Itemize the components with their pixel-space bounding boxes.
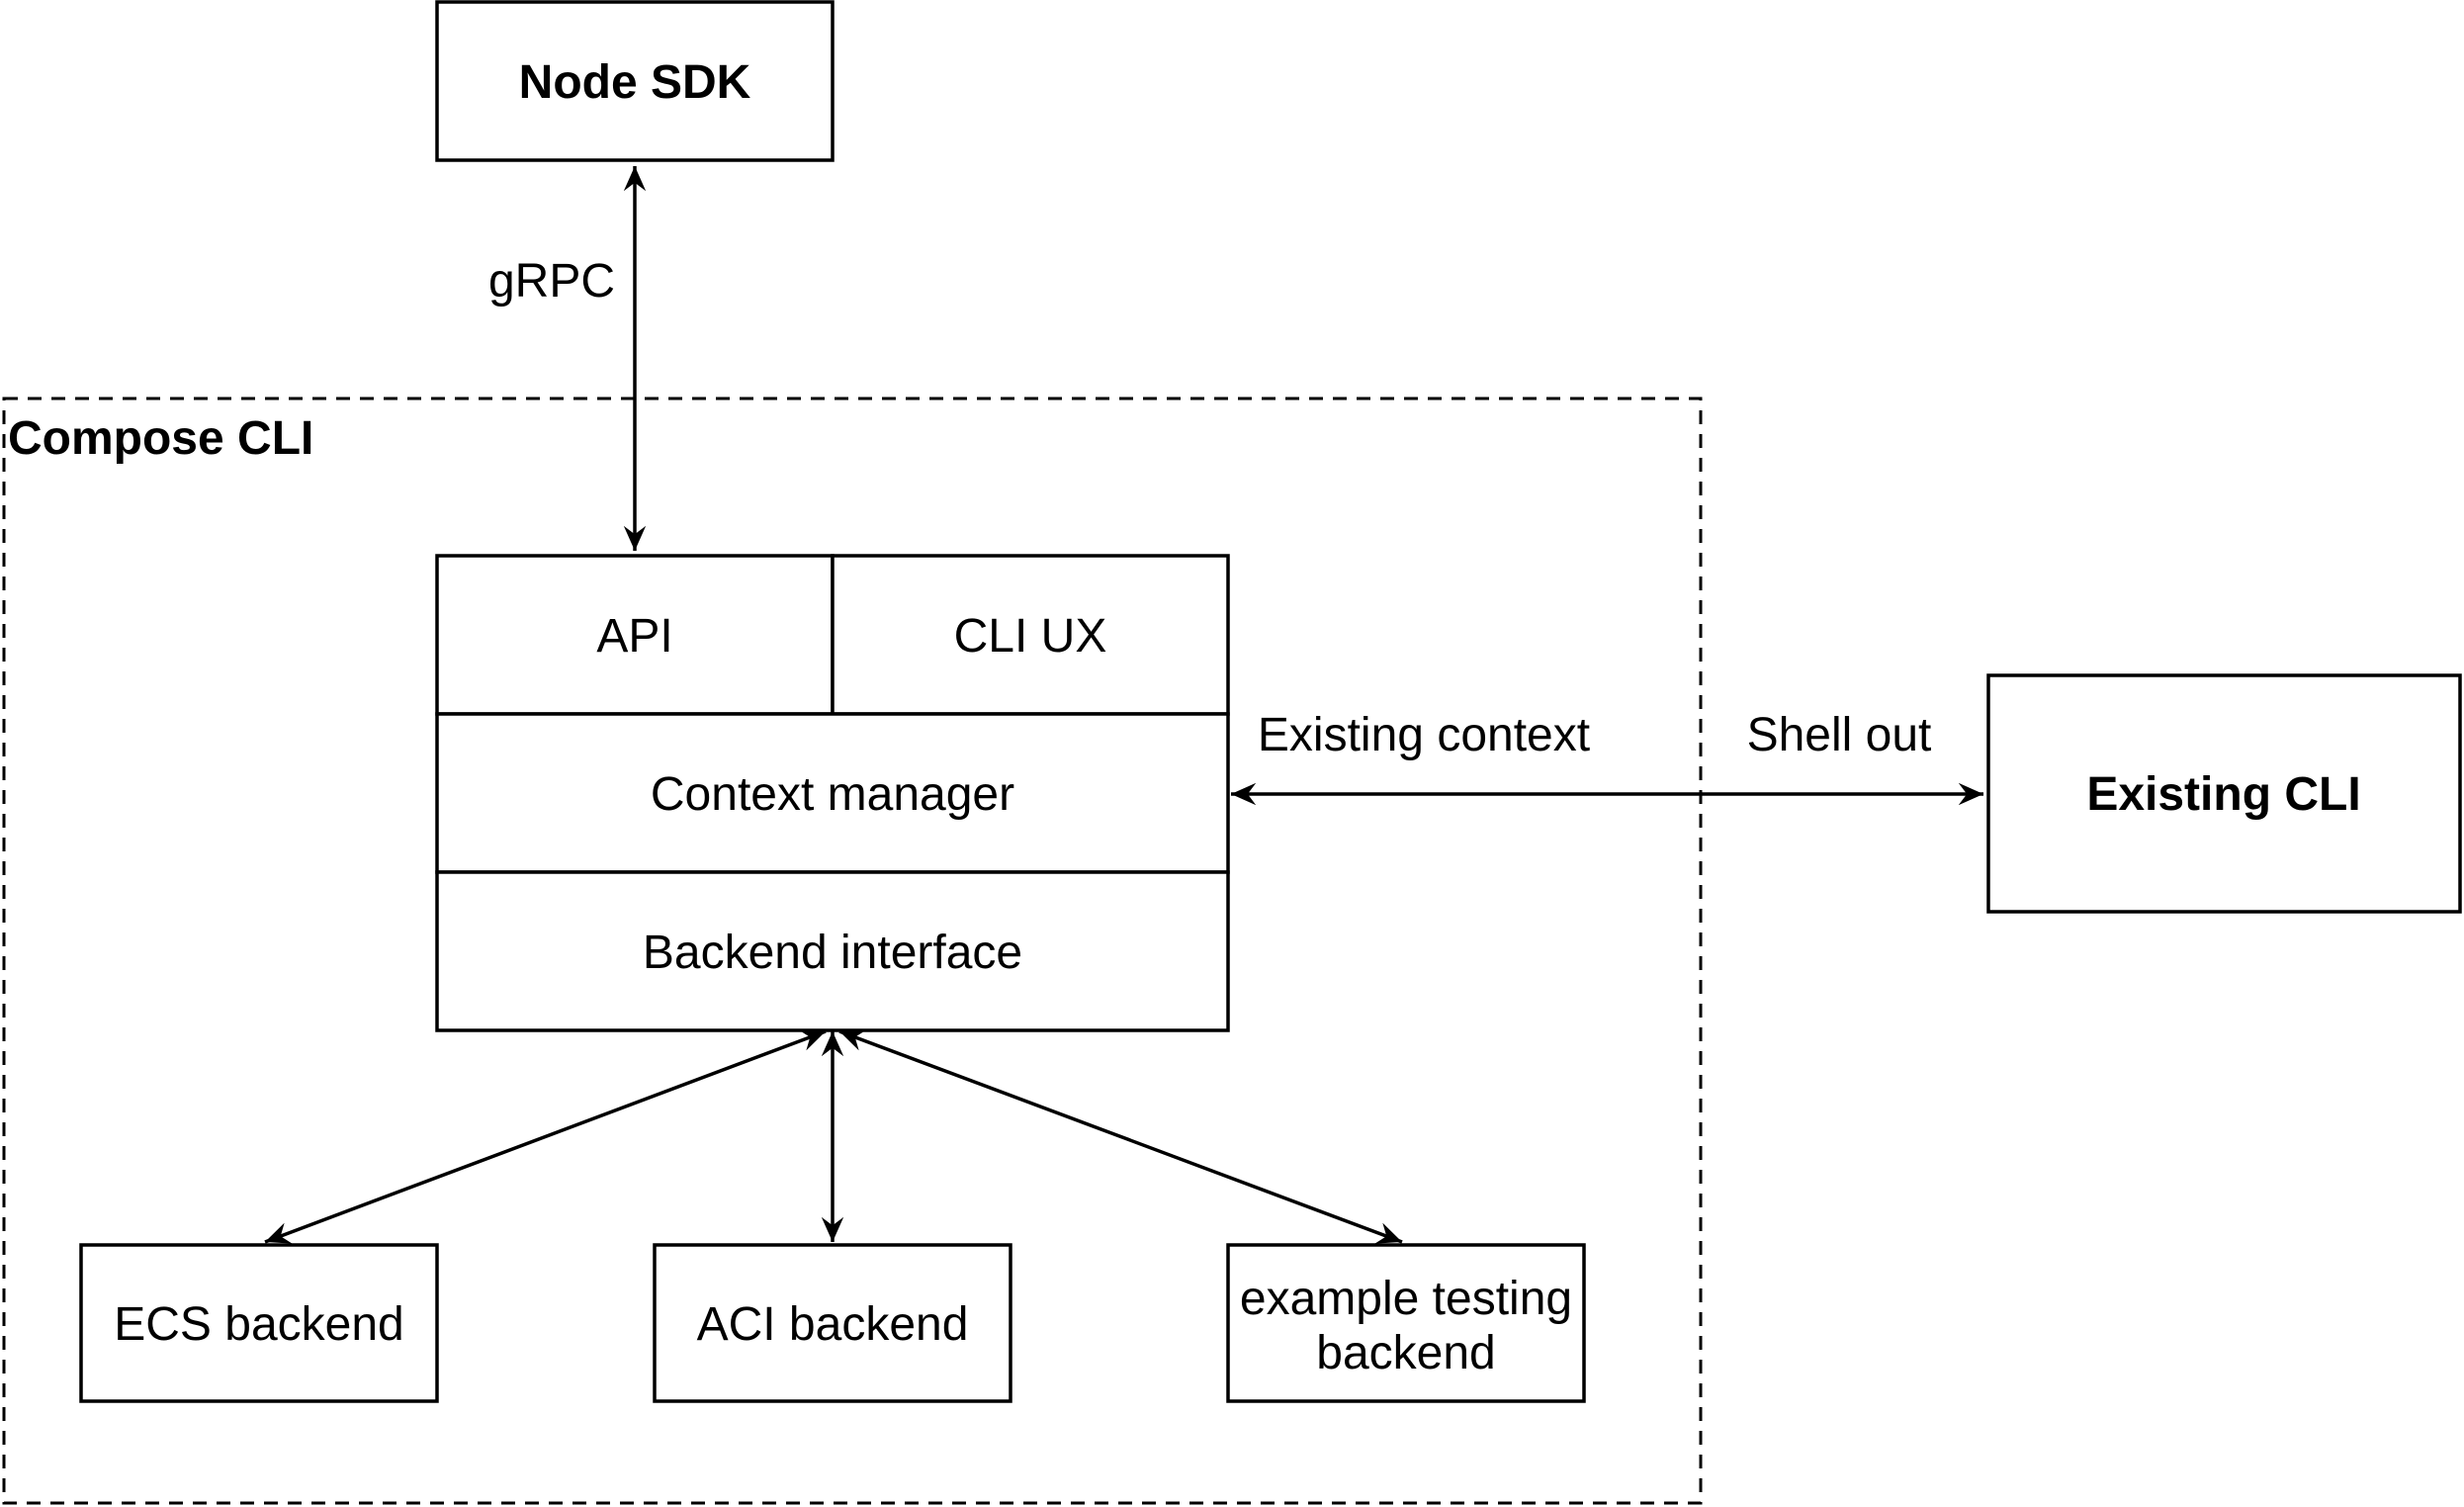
ecs-edge xyxy=(264,1029,827,1244)
example-backend-label-line2: backend xyxy=(1316,1327,1495,1379)
compose-cli-label: Compose CLI xyxy=(8,412,313,465)
example-testing-backend-box: example testing backend xyxy=(1226,1243,1586,1403)
api-label: API xyxy=(596,610,672,663)
backend-interface-label: Backend interface xyxy=(643,927,1022,979)
edges xyxy=(264,166,1983,1244)
node-sdk-label: Node SDK xyxy=(519,56,751,109)
cli-ux-box: CLI UX xyxy=(831,554,1230,716)
context-manager-label: Context manager xyxy=(651,768,1014,821)
backend-interface-box: Backend interface xyxy=(435,870,1230,1032)
aci-backend-label: ACI backend xyxy=(697,1298,969,1351)
node-sdk-box: Node SDK xyxy=(435,0,835,162)
example-backend-label-line1: example testing xyxy=(1240,1273,1572,1325)
core-stack: API CLI UX Context manager Backend inter… xyxy=(435,554,1230,1032)
cli-ux-label: CLI UX xyxy=(954,610,1107,663)
context-manager-box: Context manager xyxy=(435,712,1230,874)
example-edge xyxy=(838,1029,1403,1244)
existing-cli-label: Existing CLI xyxy=(2086,768,2360,821)
grpc-label: gRPC xyxy=(488,255,615,308)
ecs-backend-label: ECS backend xyxy=(114,1298,404,1351)
existing-cli-box: Existing CLI xyxy=(1986,673,2462,914)
ecs-backend-box: ECS backend xyxy=(79,1243,439,1403)
api-box: API xyxy=(435,554,835,716)
existing-context-label: Existing context xyxy=(1258,709,1590,761)
shell-out-label: Shell out xyxy=(1747,709,1932,761)
compose-cli-container: Compose CLI xyxy=(2,397,1703,1505)
aci-backend-box: ACI backend xyxy=(653,1243,1012,1403)
